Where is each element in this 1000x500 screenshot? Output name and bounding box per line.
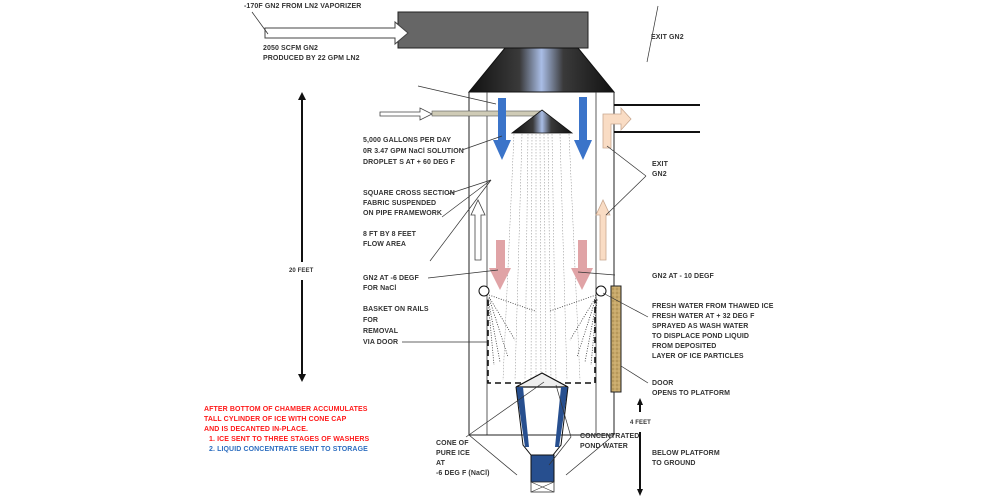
spray-nozzle-cone	[510, 109, 574, 134]
exit-gn2-top-label: EXIT GN2	[651, 34, 684, 41]
solution-rate-line-3: DROPLET S AT + 60 DEG F	[363, 159, 455, 166]
dimension-20ft-arrow-up	[298, 92, 306, 100]
concentrated-label: CONCENTRATED POND WATER	[580, 432, 639, 452]
solution-rate-label: 5,000 GALLONS PER DAY 0R 3.47 GPM NaCl S…	[363, 135, 464, 168]
exit-gn2-side-line-1: EXIT	[652, 161, 668, 168]
basket-outline	[487, 300, 596, 384]
flow-area-label: 8 FT BY 8 FEET FLOW AREA	[363, 230, 416, 250]
gn2-left-line-2: FOR NaCl	[363, 285, 397, 292]
gn2-flow-text: 2050 SCFM GN2	[263, 45, 318, 52]
door-line-2: OPENS TO PLATFORM	[652, 390, 731, 397]
hopper-left	[468, 434, 518, 476]
drain-valve-x2	[530, 481, 555, 493]
concentrate-right	[555, 387, 568, 447]
fresh-water-line-4: TO DISPLACE POND LIQUID	[652, 333, 750, 340]
vaporizer-source-label: -170F GN2 FROM LN2 VAPORIZER	[244, 3, 362, 10]
basket-line-3: REMOVAL	[363, 328, 399, 335]
ice-cone-cap	[515, 372, 569, 388]
notes-step-1: 1. ICE SENT TO THREE STAGES OF WASHERS	[209, 436, 370, 443]
gn2-inlet-arrow	[264, 20, 409, 46]
dimension-4ft-arrow-up	[637, 398, 643, 405]
gn2-right-label: GN2 AT - 10 DEGF	[652, 273, 714, 280]
cone-ice-line-4: -6 DEG F (NaCl)	[436, 470, 490, 477]
notes-intro-2: TALL CYLINDER OF ICE WITH CONE CAP	[204, 416, 347, 423]
notes-intro-1: AFTER BOTTOM OF CHAMBER ACCUMULATES	[204, 406, 368, 413]
height-20ft-label: 20 FEET	[289, 268, 314, 274]
concentrated-line-1: CONCENTRATED	[580, 433, 640, 440]
basket-line-4: VIA DOOR	[363, 339, 399, 346]
gn2-down-arrow-left	[489, 240, 511, 290]
chamber-hood	[467, 47, 616, 93]
solution-rate-line-2: 0R 3.47 GPM NaCl SOLUTION	[363, 148, 464, 155]
cross-section-line-1: SQUARE CROSS SECTION	[363, 190, 455, 197]
below-platform-line-1: BELOW PLATFORM	[652, 450, 720, 457]
flow-area-line-2: FLOW AREA	[363, 241, 407, 248]
cone-ice-line-3: AT	[436, 460, 446, 467]
gn2-flow-label: 2050 SCFM GN2 PRODUCED BY 22 GPM LN2	[263, 44, 360, 64]
solution-rate-line-1: 5,000 GALLONS PER DAY	[363, 137, 452, 144]
below-platform-line-2: TO GROUND	[652, 460, 696, 467]
gn2-left-label: GN2 AT -6 DEGF FOR NaCl	[363, 274, 419, 294]
gn2-produced-text: PRODUCED BY 22 GPM LN2	[263, 55, 360, 62]
concentrate-pipe	[530, 454, 555, 483]
up-flow-arrow-left	[470, 199, 486, 261]
leader-lines	[402, 5, 659, 466]
cold-gn2-down-arrow-left	[493, 98, 511, 160]
door	[610, 285, 622, 393]
door-line-1: DOOR	[652, 380, 674, 387]
cold-gn2-down-arrow-right	[574, 97, 592, 160]
cross-section-label: SQUARE CROSS SECTION FABRIC SUSPENDED ON…	[363, 189, 455, 219]
exit-gn2-bend-arrow	[602, 106, 632, 149]
exit-gn2-side-label: EXIT GN2	[652, 160, 668, 180]
spray-droplet-lines	[502, 133, 581, 381]
cross-section-line-2: FABRIC SUSPENDED	[363, 200, 437, 207]
dimension-4ft-arrow-down	[637, 489, 643, 496]
gn2-down-arrow-right	[571, 240, 593, 290]
wash-nozzle-left	[478, 285, 490, 297]
dimension-20ft-arrow-down	[298, 374, 306, 382]
fresh-water-line-2: FRESH WATER AT + 32 DEG F	[652, 313, 755, 320]
basket-line-2: FOR	[363, 317, 379, 324]
feed-arrow	[379, 107, 433, 121]
vaporizer-leader	[251, 11, 269, 35]
exit-gn2-up-arrow	[595, 199, 611, 261]
fresh-water-line-3: SPRAYED AS WASH WATER	[652, 323, 749, 330]
concentrate-left	[516, 387, 529, 447]
notes-step-2: 2. LIQUID CONCENTRATE SENT TO STORAGE	[209, 446, 368, 453]
cone-ice-line-1: CONE OF	[436, 440, 469, 447]
notes-block: AFTER BOTTOM OF CHAMBER ACCUMULATES TALL…	[204, 405, 369, 455]
hopper-right	[565, 434, 615, 476]
gn2-left-line-1: GN2 AT -6 DEGF	[363, 275, 419, 282]
cross-section-line-3: ON PIPE FRAMEWORK	[363, 210, 443, 217]
wash-nozzle-right	[595, 285, 607, 297]
below-platform-label: BELOW PLATFORM TO GROUND	[652, 449, 720, 469]
cone-ice-label: CONE OF PURE ICE AT -6 DEG F (NaCl)	[436, 439, 490, 479]
notes-intro-3: AND IS DECANTED IN-PLACE.	[204, 426, 309, 433]
gn2-supply-duct	[397, 11, 589, 49]
flow-area-line-1: 8 FT BY 8 FEET	[363, 231, 417, 238]
basket-label: BASKET ON RAILS FOR REMOVAL VIA DOOR	[363, 304, 429, 348]
fresh-water-line-6: LAYER OF ICE PARTICLES	[652, 353, 744, 360]
exit-gn2-side-line-2: GN2	[652, 171, 667, 178]
cone-ice-line-2: PURE ICE	[436, 450, 470, 457]
feed-pipe	[431, 110, 543, 117]
fresh-water-line-5: FROM DEPOSITED	[652, 343, 717, 350]
basket-line-1: BASKET ON RAILS	[363, 306, 429, 313]
fresh-water-label: FRESH WATER FROM THAWED ICE FRESH WATER …	[652, 302, 774, 362]
door-label: DOOR OPENS TO PLATFORM	[652, 379, 730, 399]
height-4ft-label: 4 FEET	[630, 420, 651, 426]
wash-spray-lines	[487, 294, 598, 366]
concentrated-line-2: POND WATER	[580, 443, 628, 450]
fresh-water-line-1: FRESH WATER FROM THAWED ICE	[652, 303, 774, 310]
